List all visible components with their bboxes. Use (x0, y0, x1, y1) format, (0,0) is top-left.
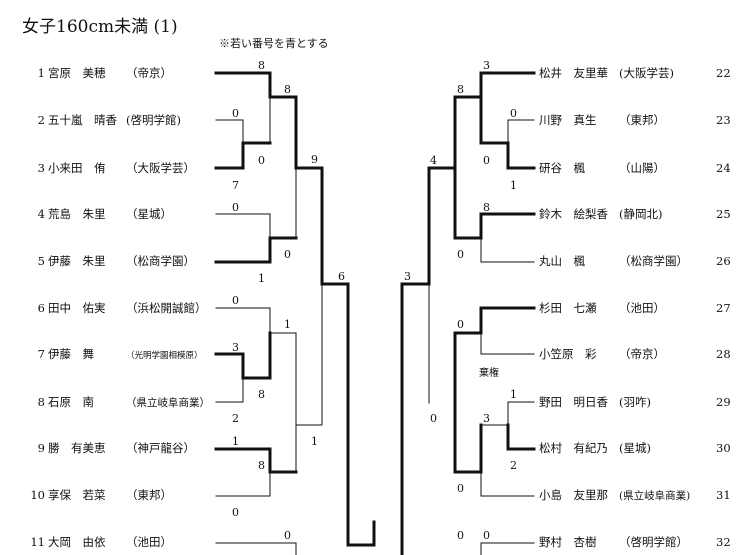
color-note: ※若い番号を青とする (219, 37, 329, 50)
entry-num-29: 29 (716, 395, 731, 409)
entry-29: 野田 明日香(羽咋) (539, 395, 651, 409)
score-l4: 7 (232, 179, 239, 192)
score-r4: 0 (483, 154, 490, 167)
score-l6: 9 (311, 153, 318, 166)
forfeit-label: 棄権 (479, 366, 499, 379)
score-r10: 0 (457, 318, 464, 331)
score-l9: 1 (258, 272, 265, 285)
score-r11: 0 (430, 412, 437, 425)
score-r17: 0 (457, 529, 464, 542)
entry-27: 杉田 七瀬（池田） (539, 301, 665, 315)
entry-num-27: 27 (716, 301, 731, 315)
score-l7: 0 (232, 201, 239, 214)
entry-num-31: 31 (716, 488, 731, 502)
score-l16: 1 (311, 435, 318, 448)
entry-num-32: 32 (716, 535, 731, 549)
entry-22: 松井 友里華(大阪学芸) (539, 66, 674, 80)
score-r9: 3 (404, 270, 411, 283)
score-l5: 8 (284, 83, 291, 96)
score-l15: 2 (232, 412, 239, 425)
entry-num-24: 24 (716, 161, 731, 175)
entry-32: 野村 杏樹（啓明学館） (539, 535, 688, 549)
score-l2: 0 (232, 107, 239, 120)
entry-num-22: 22 (716, 66, 731, 80)
score-r16: 0 (483, 529, 490, 542)
score-r12: 1 (510, 388, 517, 401)
score-r13: 3 (483, 412, 490, 425)
entry-24: 研谷 楓（山陽） (539, 161, 665, 175)
score-l17: 1 (232, 435, 239, 448)
score-r15: 2 (510, 459, 517, 472)
entry-26: 丸山 楓（松商学園） (539, 254, 688, 268)
score-r14: 0 (457, 482, 464, 495)
entry-30: 松村 有紀乃(星城) (539, 441, 651, 455)
score-l3: 0 (258, 154, 265, 167)
score-r2: 8 (457, 83, 464, 96)
score-r3: 0 (510, 107, 517, 120)
score-r6: 4 (430, 154, 437, 167)
score-r5: 1 (510, 179, 517, 192)
score-r1: 3 (483, 59, 490, 72)
score-r7: 8 (483, 201, 490, 214)
entry-25: 鈴木 絵梨香(静岡北) (539, 207, 663, 221)
score-l1: 8 (258, 59, 265, 72)
entry-28: 小笠原 彩（帝京） (539, 347, 665, 361)
score-l8: 0 (284, 248, 291, 261)
entry-num-25: 25 (716, 207, 731, 221)
score-l18: 8 (258, 459, 265, 472)
score-l11: 0 (232, 294, 239, 307)
score-l19: 0 (232, 506, 239, 519)
entry-num-23: 23 (716, 113, 731, 127)
score-l14: 8 (258, 388, 265, 401)
score-l13: 3 (232, 341, 239, 354)
score-l12: 1 (284, 318, 291, 331)
score-l20: 0 (284, 529, 291, 542)
entry-31: 小島 友里那(県立岐阜商業) (539, 488, 691, 502)
entry-23: 川野 真生（東邦） (539, 113, 665, 127)
entry-num-30: 30 (716, 441, 731, 455)
entry-num-26: 26 (716, 254, 731, 268)
page-title: 女子160cm未満 (1) (22, 17, 178, 37)
score-r8: 0 (457, 248, 464, 261)
entry-num-28: 28 (716, 347, 731, 361)
score-l10: 6 (338, 270, 345, 283)
